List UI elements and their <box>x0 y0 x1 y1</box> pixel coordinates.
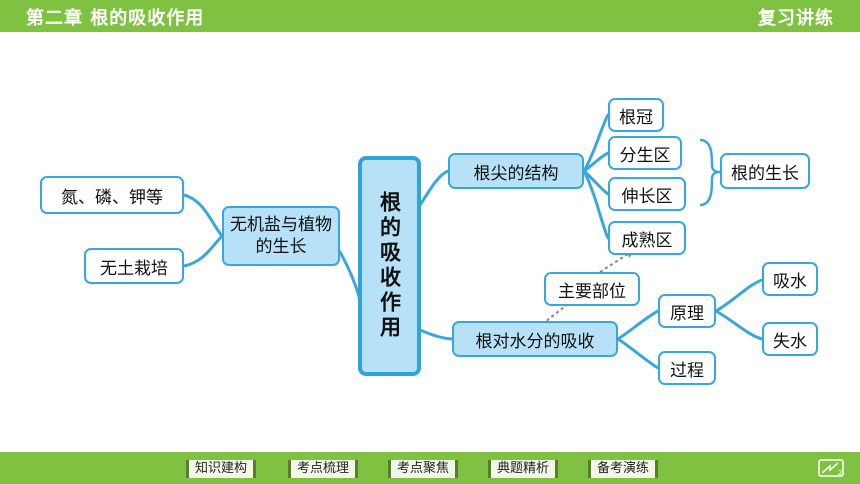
principle-node: 原理 <box>658 294 716 328</box>
connector-left-item-2 <box>182 234 224 268</box>
process-label: 过程 <box>670 360 704 381</box>
lower-branch-label: 根对水分的吸收 <box>475 331 595 352</box>
chapter-title: 第二章 根的吸收作用 <box>26 8 205 29</box>
left-item-nitrogen: 氮、磷、钾等 <box>40 176 184 214</box>
section-title: 复习讲练 <box>758 8 834 29</box>
main-site-node: 主要部位 <box>544 272 640 306</box>
tab-exam-practice[interactable]: 备考演练 <box>588 460 659 478</box>
connector-principle-absorb <box>714 278 764 313</box>
connector-main-site-arrow <box>599 253 629 273</box>
header-bar: 第二章 根的吸收作用 复习讲练 <box>0 0 860 32</box>
maturation-node: 成熟区 <box>608 221 686 255</box>
center-node: 根的吸收作用 <box>358 156 421 376</box>
meristem-node: 分生区 <box>608 136 682 170</box>
connector-lower-process <box>616 337 660 370</box>
elongation-node: 伸长区 <box>608 177 686 211</box>
meristem-label: 分生区 <box>619 145 671 166</box>
tab-typical-analysis[interactable]: 典题精析 <box>488 460 559 478</box>
connector-center-upper <box>418 169 450 207</box>
elongation-label: 伸长区 <box>621 186 673 207</box>
connector-main-site-branch <box>544 303 569 323</box>
center-node-label: 根的吸收作用 <box>377 191 402 341</box>
left-branch-node: 无机盐与植物的生长 <box>222 206 340 266</box>
left-item-soilless: 无土栽培 <box>84 248 184 284</box>
principle-label: 原理 <box>670 303 704 324</box>
connector-left-item-1 <box>182 193 224 238</box>
growth-bracket <box>699 138 721 207</box>
left-branch-label: 无机盐与植物的生长 <box>230 215 332 257</box>
root-cap-node: 根冠 <box>608 98 664 132</box>
maturation-label: 成熟区 <box>621 230 673 251</box>
connector-principle-lose <box>714 309 764 341</box>
lower-branch-node: 根对水分的吸收 <box>452 321 618 357</box>
process-node: 过程 <box>658 351 716 385</box>
absorb-water-node: 吸水 <box>762 262 818 296</box>
main-site-label: 主要部位 <box>558 281 626 302</box>
connector-center-lower <box>418 328 454 341</box>
connector-upper-root-cap <box>582 113 610 173</box>
connector-lower-principle <box>616 309 660 341</box>
lose-water-node: 失水 <box>762 322 818 356</box>
growth-node: 根的生长 <box>720 153 810 189</box>
left-item-label: 无土栽培 <box>100 258 168 279</box>
page-number: 2 <box>838 469 842 477</box>
growth-label: 根的生长 <box>731 163 799 184</box>
absorb-water-label: 吸水 <box>773 271 807 292</box>
connector-upper-maturation <box>582 169 610 240</box>
lose-water-label: 失水 <box>773 331 807 352</box>
page-number-icon[interactable]: 2 <box>818 458 844 478</box>
connector-upper-meristem <box>582 151 610 173</box>
upper-branch-label: 根尖的结构 <box>473 163 559 184</box>
connector-left-center <box>338 250 362 302</box>
upper-branch-node: 根尖的结构 <box>448 153 584 189</box>
tab-exam-points[interactable]: 考点梳理 <box>288 460 359 478</box>
tab-knowledge-build[interactable]: 知识建构 <box>186 460 257 478</box>
root-cap-label: 根冠 <box>619 107 653 128</box>
tab-exam-focus[interactable]: 考点聚焦 <box>388 460 459 478</box>
left-item-label: 氮、磷、钾等 <box>61 187 163 208</box>
